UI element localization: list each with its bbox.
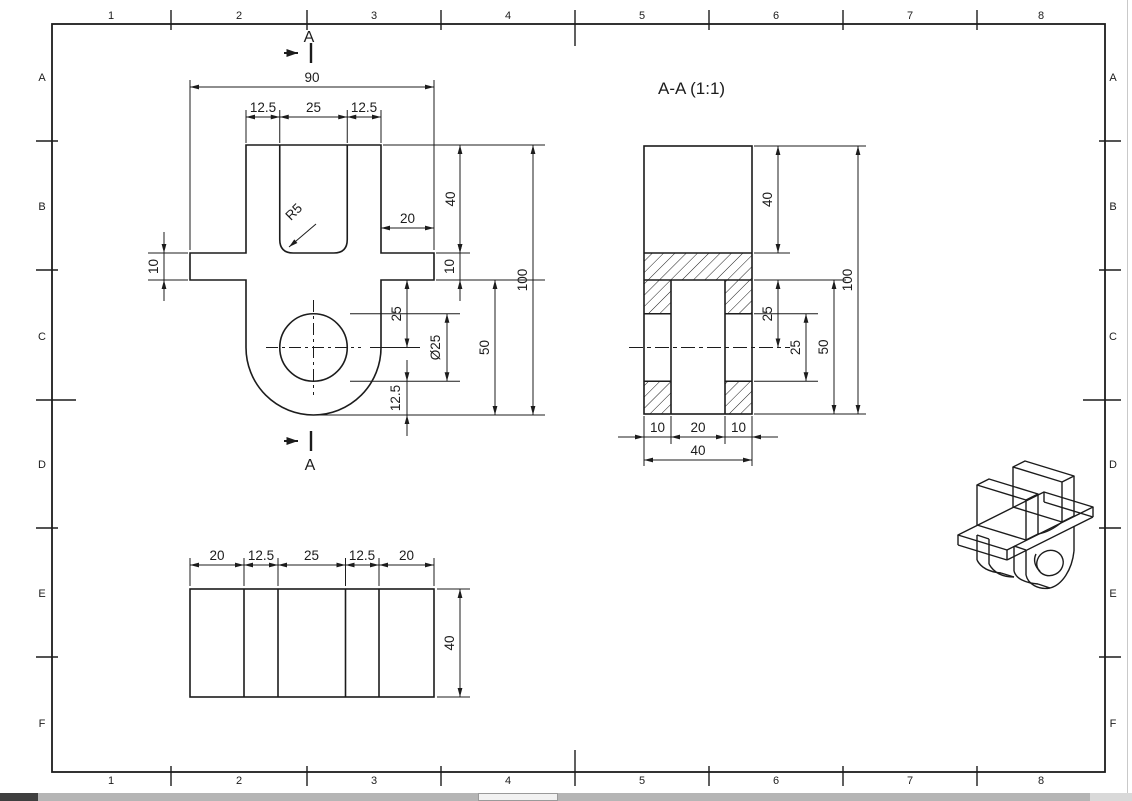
zone-row-right: E — [1109, 588, 1116, 600]
zone-col-top: 5 — [639, 10, 645, 22]
dim-section-wall-right: 10 — [731, 420, 746, 435]
zone-row-right: D — [1109, 459, 1117, 471]
dim-section-lug-height: 50 — [816, 339, 831, 354]
dim-section-total-height: 100 — [840, 269, 855, 292]
cut-label-top: A — [304, 29, 315, 46]
front-dimension-texts: 90 12.5 25 12.5 20 40 10 10 100 25 Ø25 5… — [146, 70, 530, 411]
zone-col-bottom: 1 — [108, 775, 114, 787]
dim-section-gap: 20 — [690, 420, 705, 435]
dim-front-hole-offset: 25 — [389, 306, 404, 321]
bottom-view-geometry — [189, 588, 435, 698]
zone-col-top: 7 — [907, 10, 913, 22]
zone-col-top: 1 — [108, 10, 114, 22]
bottom-view: 20 12.5 25 12.5 20 40 — [189, 548, 470, 698]
section-dimension-texts: 40 25 25 50 100 10 20 10 40 — [650, 192, 855, 458]
zone-row-left: E — [38, 588, 45, 600]
section-cut-marks: A A — [284, 29, 316, 474]
front-centerlines — [266, 300, 361, 395]
dim-front-seg2: 25 — [306, 100, 321, 115]
zone-row-left: F — [39, 718, 46, 730]
zone-row-right: B — [1109, 201, 1116, 213]
zone-col-top: 2 — [236, 10, 242, 22]
horizontal-scrollbar[interactable] — [0, 793, 1132, 801]
scrollbar-corner — [0, 793, 38, 801]
front-view-geometry — [189, 144, 435, 416]
dim-section-off-b: 25 — [788, 340, 803, 355]
zone-row-right: F — [1110, 718, 1117, 730]
dim-front-hole-dia: Ø25 — [428, 335, 443, 361]
zone-col-top: 3 — [371, 10, 377, 22]
dim-section-upper-height: 40 — [760, 192, 775, 207]
zone-row-left: D — [38, 459, 46, 471]
dim-front-upper-height: 40 — [443, 191, 458, 206]
isometric-view — [957, 460, 1094, 590]
cut-label-bottom: A — [305, 457, 316, 474]
zone-col-bottom: 8 — [1038, 775, 1044, 787]
front-view: 90 12.5 25 12.5 20 40 10 10 100 25 Ø25 5… — [146, 29, 545, 474]
dim-front-width-total: 90 — [304, 70, 319, 85]
zone-col-top: 8 — [1038, 10, 1044, 22]
dim-bottom-seg5: 20 — [399, 548, 414, 563]
zone-col-bottom: 6 — [773, 775, 779, 787]
zone-col-top: 6 — [773, 10, 779, 22]
dim-front-seg1: 12.5 — [250, 100, 276, 115]
zone-col-bottom: 2 — [236, 775, 242, 787]
dim-section-off-a: 25 — [760, 306, 775, 321]
dim-bottom-seg3: 25 — [304, 548, 319, 563]
front-dimension-lines — [161, 84, 536, 436]
zone-col-top: 4 — [505, 10, 511, 22]
zone-col-bottom: 3 — [371, 775, 377, 787]
scrollbar-right-cap — [1090, 793, 1132, 801]
zone-col-bottom: 4 — [505, 775, 511, 787]
front-extension-lines — [148, 80, 545, 416]
zone-row-left: B — [38, 201, 45, 213]
dim-front-tab-width: 20 — [400, 211, 415, 226]
dim-front-tab-height-left: 10 — [146, 259, 161, 274]
dim-front-tab-height-right: 10 — [442, 259, 457, 274]
viewport-right-edge — [1127, 0, 1128, 793]
scrollbar-thumb[interactable] — [478, 793, 558, 801]
zone-row-right: A — [1109, 72, 1117, 84]
dim-bottom-seg1: 20 — [209, 548, 224, 563]
dim-bottom-seg2: 12.5 — [248, 548, 274, 563]
section-geometry — [643, 145, 753, 415]
bottom-dimension-lines — [190, 562, 463, 697]
zone-labels: 1 2 3 4 5 6 7 8 1 2 3 4 5 6 7 8 A B C D … — [38, 10, 1117, 787]
zone-row-left: A — [38, 72, 46, 84]
zone-row-right: C — [1109, 331, 1117, 343]
dim-front-fillet: R5 — [282, 200, 305, 223]
dim-front-seg3: 12.5 — [351, 100, 377, 115]
dim-section-depth: 40 — [690, 443, 705, 458]
dim-front-total-height: 100 — [515, 269, 530, 292]
bottom-extension-lines — [189, 558, 470, 698]
section-view: A-A (1:1) — [618, 79, 866, 466]
section-dimension-lines — [618, 146, 861, 463]
dim-bottom-seg4: 12.5 — [349, 548, 375, 563]
dim-front-lug-height: 50 — [477, 340, 492, 355]
bottom-dimension-texts: 20 12.5 25 12.5 20 40 — [209, 548, 457, 651]
dim-section-wall-left: 10 — [650, 420, 665, 435]
section-hatching — [644, 253, 752, 414]
zone-row-left: C — [38, 331, 46, 343]
section-extension-lines — [643, 145, 866, 466]
section-title: A-A (1:1) — [658, 79, 725, 98]
dim-front-hole-bottom: 12.5 — [388, 385, 403, 411]
dim-bottom-depth: 40 — [442, 635, 457, 650]
sheet-frame — [36, 10, 1121, 786]
zone-col-bottom: 7 — [907, 775, 913, 787]
zone-col-bottom: 5 — [639, 775, 645, 787]
